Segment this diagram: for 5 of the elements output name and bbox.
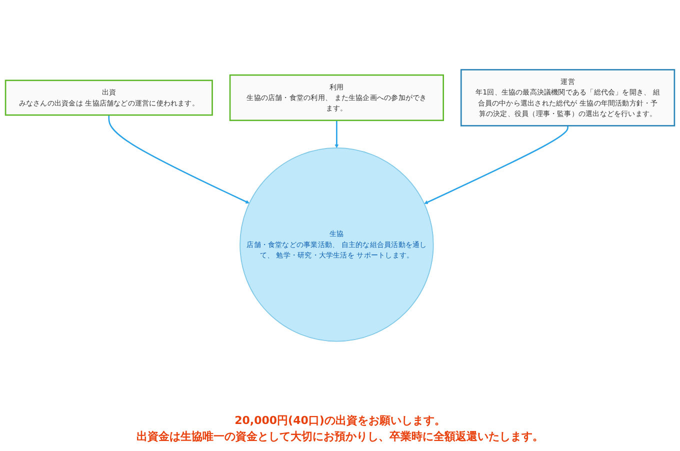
arrow	[108, 115, 250, 204]
arrow	[424, 126, 568, 204]
note-text: 20,000円(40口)の出資をお願いします。	[234, 413, 446, 429]
arrow	[334, 120, 339, 148]
note-text: 出資金は生協唯一の資金として大切にお預かりし、卒業時に全額返還いたします。	[136, 429, 544, 445]
